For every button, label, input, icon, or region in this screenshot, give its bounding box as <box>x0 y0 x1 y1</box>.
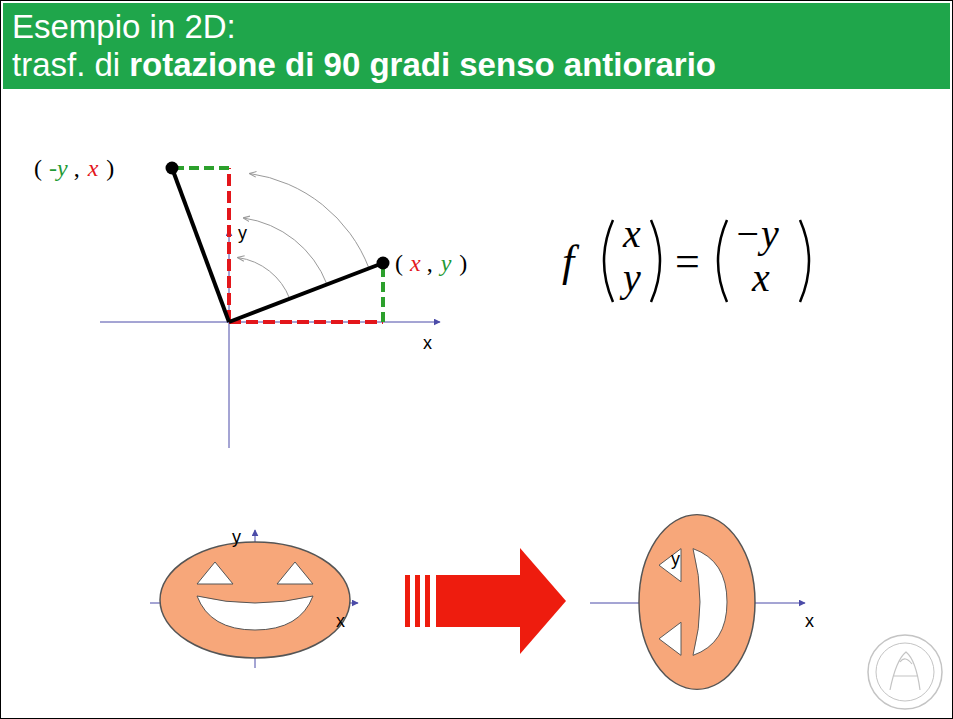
arrow-body <box>436 575 522 627</box>
seal-figure <box>890 652 920 690</box>
coordinate-bracket: ) <box>106 156 114 180</box>
coordinate: x <box>88 156 99 180</box>
slide-title: Esempio in 2D: <box>12 10 236 43</box>
y-component <box>172 166 229 170</box>
heading-text: rotazione di 90 gradi senso antiorario <box>129 48 716 81</box>
arrow-stripe <box>415 575 420 627</box>
coordinate-separator: , <box>427 251 433 275</box>
x-component <box>227 168 231 322</box>
matrix-entry: −y <box>734 214 779 254</box>
coordinate: y <box>441 251 452 275</box>
x-axis <box>100 322 440 323</box>
rotated-pumpkin-face <box>639 515 755 690</box>
coordinate-bracket: ) <box>459 251 467 275</box>
y-component <box>381 263 385 322</box>
axis-label: x <box>423 334 432 352</box>
coordinate-separator: , <box>74 156 80 180</box>
matrix-bracket <box>651 220 660 302</box>
matrix-entry: x <box>752 258 770 298</box>
arrow-head <box>520 548 566 654</box>
axis-label: y <box>232 528 241 546</box>
pumpkin-face <box>160 542 350 658</box>
eye <box>197 562 233 584</box>
coordinate-bracket: ( <box>395 251 403 275</box>
face-shape <box>639 515 755 690</box>
coordinate: x <box>410 251 421 275</box>
axis-label: y <box>671 550 680 568</box>
university-seal <box>868 635 942 709</box>
point <box>377 257 390 270</box>
eye <box>277 562 313 584</box>
axis-label: y <box>238 224 247 242</box>
eye <box>659 549 681 582</box>
coordinate: -y <box>49 156 68 180</box>
arrow-stripe <box>425 575 430 627</box>
seal-ring <box>868 635 942 709</box>
arrow-stripe <box>405 575 410 627</box>
matrix-bracket <box>604 220 613 302</box>
rotation-arc <box>244 218 327 284</box>
coordinate-bracket: ( <box>34 156 42 180</box>
matrix-entry: x <box>623 214 641 254</box>
mouth <box>197 596 313 630</box>
rotated-point <box>166 162 179 175</box>
header-bar <box>3 3 950 89</box>
face-shape <box>160 542 350 658</box>
matrix-bracket <box>800 220 809 302</box>
mouth <box>693 549 727 656</box>
eye <box>659 622 681 655</box>
x-component <box>229 320 383 324</box>
vector <box>229 263 383 322</box>
heading-text: trasf. di <box>12 48 120 81</box>
seal-ring <box>876 643 934 701</box>
rotated-vector <box>172 168 229 322</box>
axis-label: x <box>805 612 814 630</box>
formula-symbol: = <box>675 240 700 284</box>
matrix-bracket <box>718 220 727 302</box>
rotation-arc <box>238 258 290 299</box>
axis-label: x <box>336 612 345 630</box>
transform-arrow <box>405 548 566 654</box>
formula-symbol: f <box>562 240 574 284</box>
matrix-entry: y <box>623 258 641 298</box>
rotation-arc <box>250 174 369 269</box>
